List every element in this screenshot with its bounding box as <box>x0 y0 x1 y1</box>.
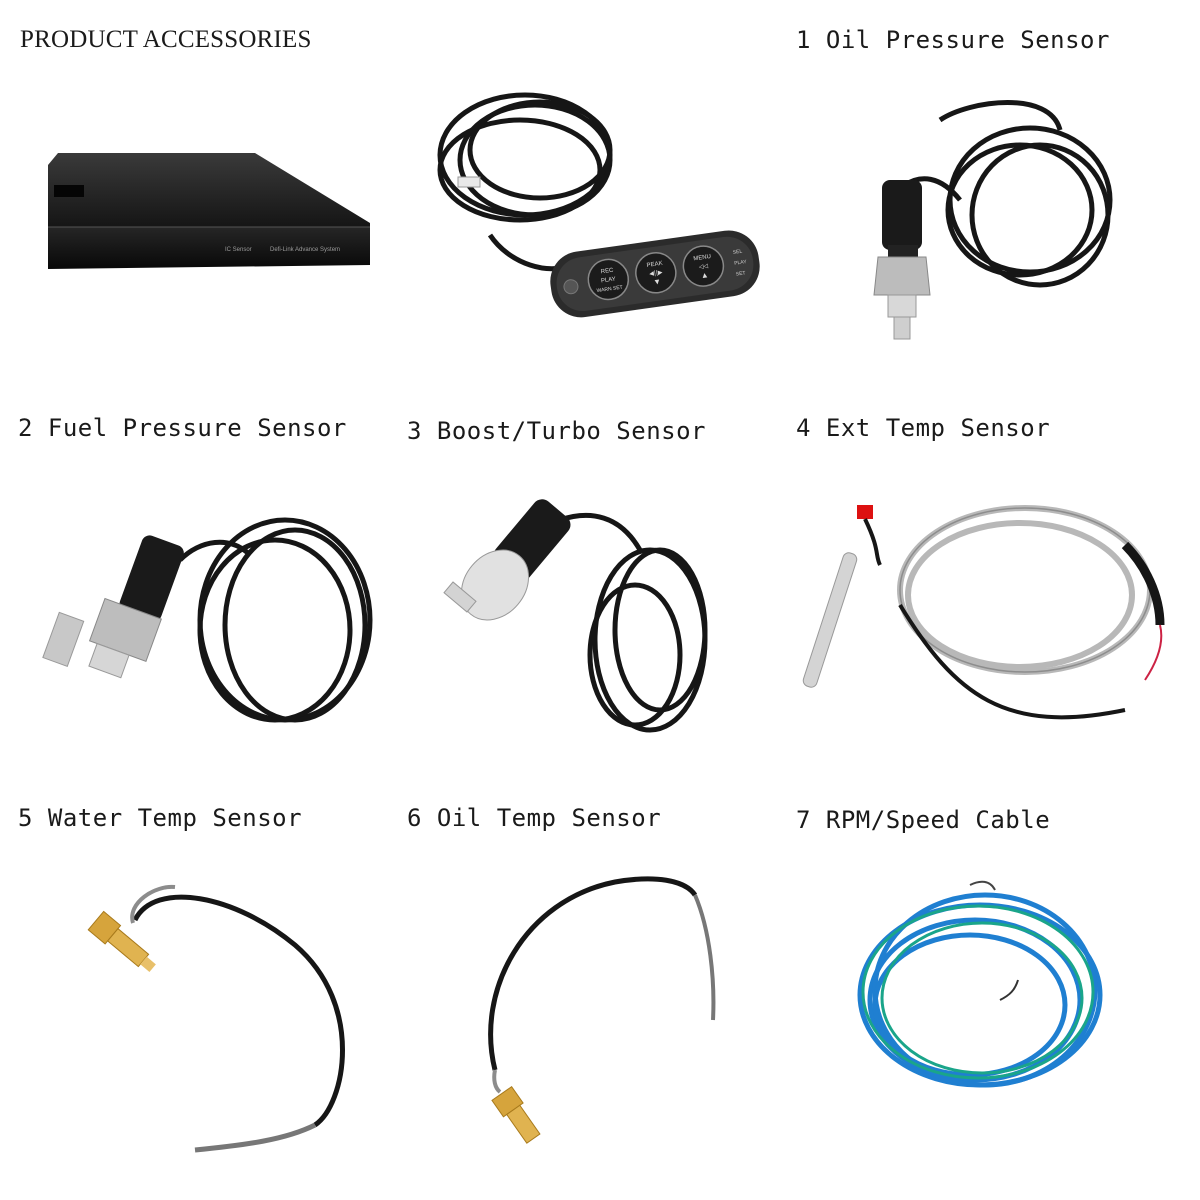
svg-text:◁◁: ◁◁ <box>698 262 708 270</box>
ext-temp-sensor-image <box>802 495 1185 745</box>
label-boost-turbo-sensor: 3 Boost/Turbo Sensor <box>407 417 706 445</box>
control-unit-badge-left: IC Sensor <box>225 247 252 253</box>
remote-button-peak: PEAK ◀||▶ ▼ <box>635 252 677 294</box>
control-unit-badge-right: Defi-Link Advance System <box>270 247 340 253</box>
label-oil-pressure-sensor: 1 Oil Pressure Sensor <box>796 26 1110 54</box>
remote-side-label-3: SET <box>735 270 745 277</box>
control-unit-image: IC Sensor Defi-Link Advance System <box>40 145 380 275</box>
water-temp-sensor <box>87 884 345 1153</box>
oil-pressure-sensor <box>873 100 1113 340</box>
ext-temp-sensor <box>802 505 1165 720</box>
svg-text:PEAK: PEAK <box>646 261 663 269</box>
svg-text:WARN SET: WARN SET <box>596 285 623 295</box>
remote-controller: REC PLAY WARN SET PEAK ◀||▶ ▼ MENU ◁◁ ▲ … <box>437 92 760 318</box>
label-fuel-pressure-sensor: 2 Fuel Pressure Sensor <box>18 414 347 442</box>
fuel-pressure-sensor <box>42 517 373 723</box>
page-title: PRODUCT ACCESSORIES <box>20 26 312 53</box>
label-rpm-speed-cable: 7 RPM/Speed Cable <box>796 806 1051 834</box>
svg-text:REC: REC <box>601 268 615 276</box>
svg-text:▲: ▲ <box>702 272 708 280</box>
control-unit-box: IC Sensor Defi-Link Advance System <box>48 153 370 269</box>
label-oil-temp-sensor: 6 Oil Temp Sensor <box>407 804 662 832</box>
water-temp-sensor-image <box>65 875 365 1160</box>
oil-temp-sensor-image <box>455 870 735 1150</box>
svg-text:MENU: MENU <box>693 254 711 262</box>
remote-side-label-2: PLAY <box>734 259 748 267</box>
label-water-temp-sensor: 5 Water Temp Sensor <box>18 804 303 832</box>
svg-text:▼: ▼ <box>654 278 660 286</box>
oil-temp-sensor <box>488 876 716 1144</box>
boost-turbo-sensor <box>443 499 708 733</box>
fuel-pressure-sensor-image <box>40 500 380 740</box>
label-ext-temp-sensor: 4 Ext Temp Sensor <box>796 414 1051 442</box>
svg-text:PLAY: PLAY <box>601 276 617 284</box>
boost-turbo-sensor-image <box>440 490 730 740</box>
remote-controller-image: REC PLAY WARN SET PEAK ◀||▶ ▼ MENU ◁◁ ▲ … <box>430 75 775 330</box>
remote-button-rec: REC PLAY WARN SET <box>587 258 630 301</box>
rpm-speed-cable <box>857 880 1103 1088</box>
oil-pressure-sensor-image <box>850 90 1130 360</box>
remote-side-label-1: SEL <box>732 249 742 256</box>
rpm-speed-cable-image <box>850 880 1120 1105</box>
svg-text:◀||▶: ◀||▶ <box>649 269 663 278</box>
remote-button-menu: MENU ◁◁ ▲ <box>682 245 725 287</box>
